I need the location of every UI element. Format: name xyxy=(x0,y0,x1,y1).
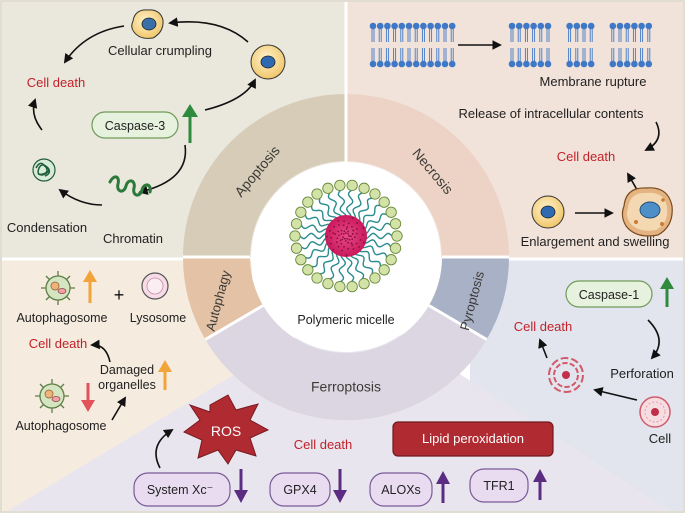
apoptosis-arrow-bottom-left xyxy=(58,188,103,206)
aloxs-up-arrow-icon xyxy=(436,471,450,503)
autophagy-arrow-damaged xyxy=(111,396,126,421)
condensed-chromatin-icon xyxy=(32,158,56,182)
lipid-peroxidation-label: Lipid peroxidation xyxy=(422,431,524,446)
necrosis-cell-death-label: Cell death xyxy=(557,149,616,164)
ros-label: ROS xyxy=(211,423,241,439)
organelles-label: organelles xyxy=(98,378,156,392)
ring-segment-ferroptosis xyxy=(205,305,487,421)
caspase-1-label: Caspase-1 xyxy=(579,288,639,302)
chromatin-label: Chromatin xyxy=(103,231,163,246)
ferroptosis-panel-bg xyxy=(8,335,670,511)
pyroptosis-arrow-perforation xyxy=(593,387,638,401)
aloxs-badge xyxy=(369,472,433,507)
system-xc-label: System Xc⁻ xyxy=(147,483,213,497)
apoptosis-arrow-right-bottom xyxy=(138,144,187,195)
apoptosis-arrow-right-top xyxy=(204,78,256,111)
caspase-3-badge xyxy=(91,111,179,139)
condensation-label: Condensation xyxy=(7,220,87,235)
autophagosome-top-icon xyxy=(41,271,75,305)
swollen-cell-icon xyxy=(621,187,673,237)
ring-segment-apoptosis xyxy=(183,94,346,257)
perforation-label: Perforation xyxy=(610,366,674,381)
perforated-cell-icon xyxy=(548,357,584,393)
polymeric-micelle-icon xyxy=(289,179,403,293)
pyroptosis-arrow-caspase xyxy=(647,319,661,360)
normal-cell-icon xyxy=(250,44,286,80)
necrosis-arrow-release xyxy=(644,121,660,151)
autophagy-orange-up-arrow-icon xyxy=(158,360,172,390)
ruptured-membrane-icon xyxy=(508,22,653,68)
caspase-1-badge xyxy=(565,280,653,308)
plus-sign: + xyxy=(114,285,125,305)
autophagy-arrow-cell-death xyxy=(90,339,111,363)
apoptosis-arrow-left-bottom xyxy=(28,98,43,131)
autophagosome-top-label: Autophagosome xyxy=(16,311,107,325)
apoptosis-panel: Cellular crumpling Cell death Caspase-3 … xyxy=(7,9,286,246)
autophagy-red-down-arrow-icon xyxy=(81,383,95,412)
caspase-3-label: Caspase-3 xyxy=(105,119,165,133)
membrane-rupture-label: Membrane rupture xyxy=(540,74,647,89)
autophagy-cell-death-label: Cell death xyxy=(29,336,88,351)
system-xc-down-arrow-icon xyxy=(234,469,248,503)
gpx4-label: GPX4 xyxy=(283,483,316,497)
lipid-peroxidation-badge xyxy=(392,421,554,457)
ring-segment-pyroptosis xyxy=(428,257,510,340)
up-arrow-icon xyxy=(182,104,198,143)
aloxs-label: ALOXs xyxy=(381,483,421,497)
ring-segment-necrosis xyxy=(346,94,509,257)
ferroptosis-cell-death-label: Cell death xyxy=(294,437,353,452)
gpx4-badge xyxy=(269,472,331,507)
cell-label: Cell xyxy=(649,431,672,446)
intact-membrane-icon xyxy=(369,22,456,68)
ring-label-ferroptosis: Ferroptosis xyxy=(311,379,381,395)
enlargement-label: Enlargement and swelling xyxy=(521,234,670,249)
pyroptosis-panel: Caspase-1 Cell death Perforation Cell xyxy=(514,277,674,446)
small-cell-icon xyxy=(531,195,565,229)
damaged-label: Damaged xyxy=(100,363,154,377)
intact-cell-icon xyxy=(639,396,671,428)
lysosome-icon xyxy=(141,272,169,300)
gpx4-down-arrow-icon xyxy=(333,469,347,503)
autophagy-up-arrow-icon xyxy=(83,270,97,303)
apoptosis-cell-death-label: Cell death xyxy=(27,75,86,90)
cellular-crumpling-label: Cellular crumpling xyxy=(108,43,212,58)
release-label: Release of intracellular contents xyxy=(459,106,644,121)
apoptosis-arrow-top xyxy=(168,17,249,43)
ferroptosis-arrow-ros xyxy=(155,428,174,469)
ros-burst-icon xyxy=(183,394,270,465)
crumpled-cell-icon xyxy=(131,9,164,39)
system-xc-badge xyxy=(133,472,231,507)
lysosome-label: Lysosome xyxy=(130,311,187,325)
center-label: Polymeric micelle xyxy=(297,313,394,327)
apoptosis-arrow-left-top xyxy=(63,25,125,64)
tfr1-label: TFR1 xyxy=(483,479,514,493)
tfr1-badge xyxy=(469,468,529,503)
pyroptosis-cell-death-label: Cell death xyxy=(514,319,573,334)
autophagosome-bottom-icon xyxy=(35,379,69,413)
chromatin-coil-icon xyxy=(108,175,152,197)
autophagy-panel: + Autophagosome Lysosome Cell death Dama… xyxy=(15,270,186,433)
autophagosome-bottom-label: Autophagosome xyxy=(15,419,106,433)
ferroptosis-panel: ROS Cell death Lipid peroxidation System… xyxy=(133,394,554,507)
ring-segment-autophagy xyxy=(182,257,264,340)
pyroptosis-up-arrow-icon xyxy=(660,277,674,307)
tfr1-up-arrow-icon xyxy=(533,469,547,500)
pyroptosis-arrow-death xyxy=(538,338,548,359)
necrosis-panel: Membrane rupture Release of intracellula… xyxy=(369,22,673,249)
